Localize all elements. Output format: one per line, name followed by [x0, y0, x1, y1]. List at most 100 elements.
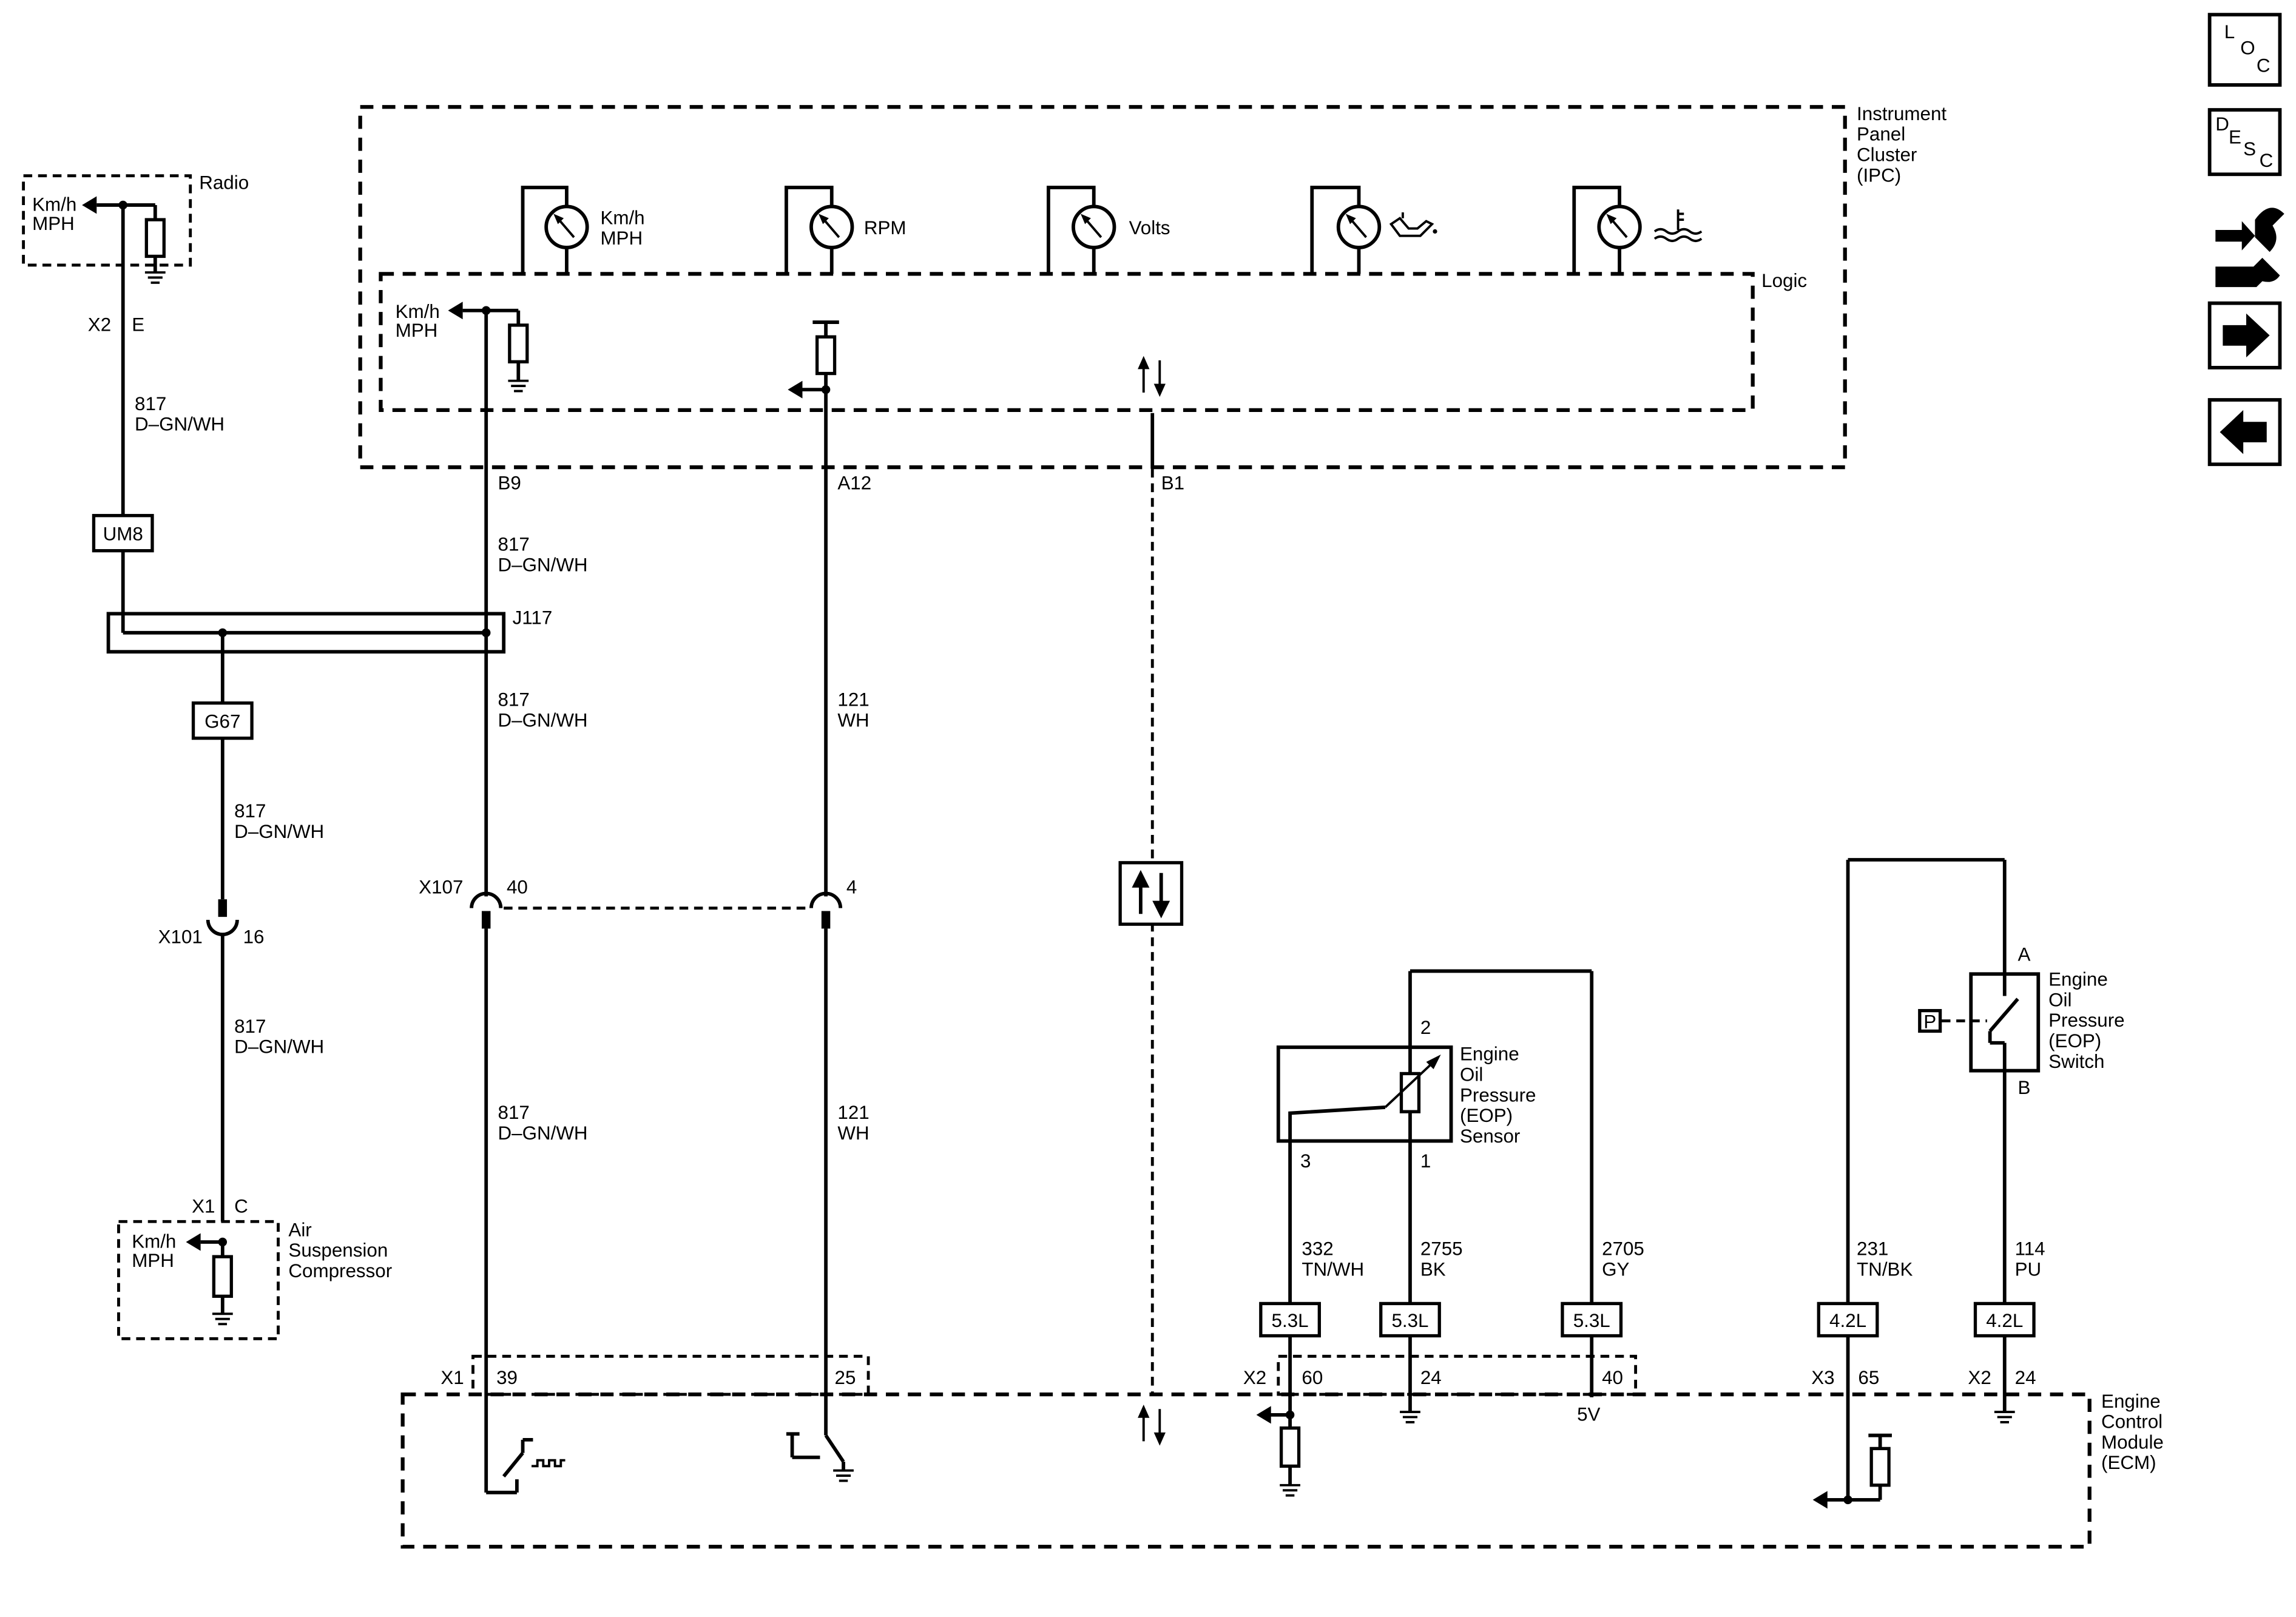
badge-5-3l: 5.3L	[1272, 1310, 1309, 1331]
b9-label: B9	[498, 472, 521, 493]
loc-letter-l: L	[2224, 21, 2235, 42]
wire-color: D–GN/WH	[234, 821, 324, 842]
desc-letter-d: D	[2215, 113, 2229, 135]
five-volt-reference: 5V	[1577, 1335, 1601, 1425]
x107-pin-4: 4	[846, 877, 857, 898]
badge-4-2l: 4.2L	[1986, 1310, 2023, 1331]
wire-circuit: 2755	[1420, 1238, 1463, 1260]
location-view-button[interactable]: L O C	[2207, 13, 2282, 87]
tach-wire-ecm: 121 WH	[824, 928, 869, 1436]
badge-5-3l: 5.3L	[1391, 1310, 1428, 1331]
five-volt-label: 5V	[1577, 1404, 1600, 1425]
wire-circuit: 2705	[1602, 1238, 1644, 1260]
air-pin-c: C	[234, 1196, 248, 1217]
ecm-pin-24b: 24	[2015, 1367, 2036, 1388]
wire-circuit: 817	[234, 1016, 266, 1037]
wire-circuit: 817	[498, 1102, 530, 1123]
coolant-temp-gauge	[1572, 186, 1703, 274]
j117-label: J117	[513, 607, 553, 628]
radio-label: Radio	[199, 172, 249, 193]
voltmeter-gauge: Volts	[1047, 186, 1170, 274]
wire-circuit: 121	[837, 689, 869, 711]
desc-letter-s: S	[2243, 138, 2256, 160]
ecm-x2b-label: X2	[1968, 1367, 1991, 1388]
ecm-x3-label: X3	[1811, 1367, 1834, 1388]
desc-letter-c: C	[2260, 150, 2274, 171]
splice-um8: UM8	[92, 514, 154, 553]
serial-data-arrows-ipc	[1138, 356, 1166, 397]
wire-color: WH	[837, 709, 869, 731]
ecm-pin-25: 25	[835, 1367, 856, 1388]
x101-pin: 16	[243, 927, 265, 948]
wire-circuit: 121	[837, 1102, 869, 1123]
wire-circuit: 817	[498, 534, 530, 555]
ecm-pin-65: 65	[1858, 1367, 1879, 1388]
volts-gauge-label: Volts	[1129, 217, 1170, 238]
switch-ground	[1993, 1335, 2016, 1423]
splice-g67-label: G67	[204, 711, 240, 732]
eop-signal-input	[1256, 1335, 1302, 1497]
ecm-pin-40: 40	[1602, 1367, 1623, 1388]
serial-data-line-b1: B1	[1118, 413, 1184, 1395]
logic-label: Logic	[1761, 270, 1807, 291]
b1-label: B1	[1161, 472, 1184, 493]
vehicle-speed-wire-ecm: 817 D–GN/WH	[484, 928, 588, 1493]
switch-pin-b: B	[2017, 1077, 2030, 1098]
wire-circuit: 817	[135, 393, 166, 414]
a12-label: A12	[837, 472, 871, 493]
badge-5-3l: 5.3L	[1573, 1310, 1610, 1331]
sensor-pin-1: 1	[1420, 1150, 1431, 1172]
wire-color: TN/WH	[1302, 1259, 1364, 1280]
splice-um8-label: UM8	[103, 524, 143, 545]
wire-color: D–GN/WH	[498, 554, 588, 575]
splice-pack-j117: J117	[106, 607, 553, 654]
pressure-badge-p: P	[1923, 1011, 1936, 1033]
ecm-x1-label: X1	[441, 1367, 464, 1388]
badge-4-2l: 4.2L	[1829, 1310, 1866, 1331]
g67-wire: G67 817 D–GN/WH	[191, 632, 324, 900]
wire-color: D–GN/WH	[135, 414, 225, 435]
loc-letter-c: C	[2257, 55, 2271, 76]
switch-pin-a: A	[2017, 944, 2030, 965]
option-badges: 5.3L 5.3L 5.3L 4.2L 4.2L	[1259, 1301, 2036, 1338]
wire-color: D–GN/WH	[498, 709, 588, 731]
vehicle-speed-wire-b9: B9 817 D–GN/WH 817 D–GN/WH	[484, 310, 588, 897]
ecm-pin-60: 60	[1302, 1367, 1323, 1388]
wire-circuit: 817	[234, 800, 266, 822]
wire-color: PU	[2015, 1259, 2042, 1280]
description-view-button[interactable]: D E S C	[2207, 108, 2282, 177]
x107-label: X107	[419, 877, 463, 898]
radio-speed-wire: 817 D–GN/WH	[121, 204, 225, 633]
previous-page-button[interactable]	[2207, 398, 2282, 467]
x101-label: X101	[158, 927, 203, 948]
wire-color: BK	[1420, 1259, 1446, 1280]
repair-procedures-icon[interactable]	[2215, 208, 2284, 288]
tach-output-driver	[786, 1432, 855, 1482]
radio-pin-e: E	[132, 314, 144, 336]
nav-icons: L O C D E S C	[2207, 13, 2284, 467]
connector-x101: X101 16 817 D–GN/WH	[158, 899, 324, 1222]
next-page-button[interactable]	[2207, 301, 2282, 370]
desc-letter-e: E	[2229, 127, 2241, 148]
loc-letter-o: O	[2240, 37, 2255, 58]
sensor-pin-3: 3	[1300, 1150, 1311, 1172]
wire-color: D–GN/WH	[498, 1122, 588, 1144]
wire-color: TN/BK	[1857, 1259, 1913, 1280]
wire-color: WH	[837, 1122, 869, 1144]
